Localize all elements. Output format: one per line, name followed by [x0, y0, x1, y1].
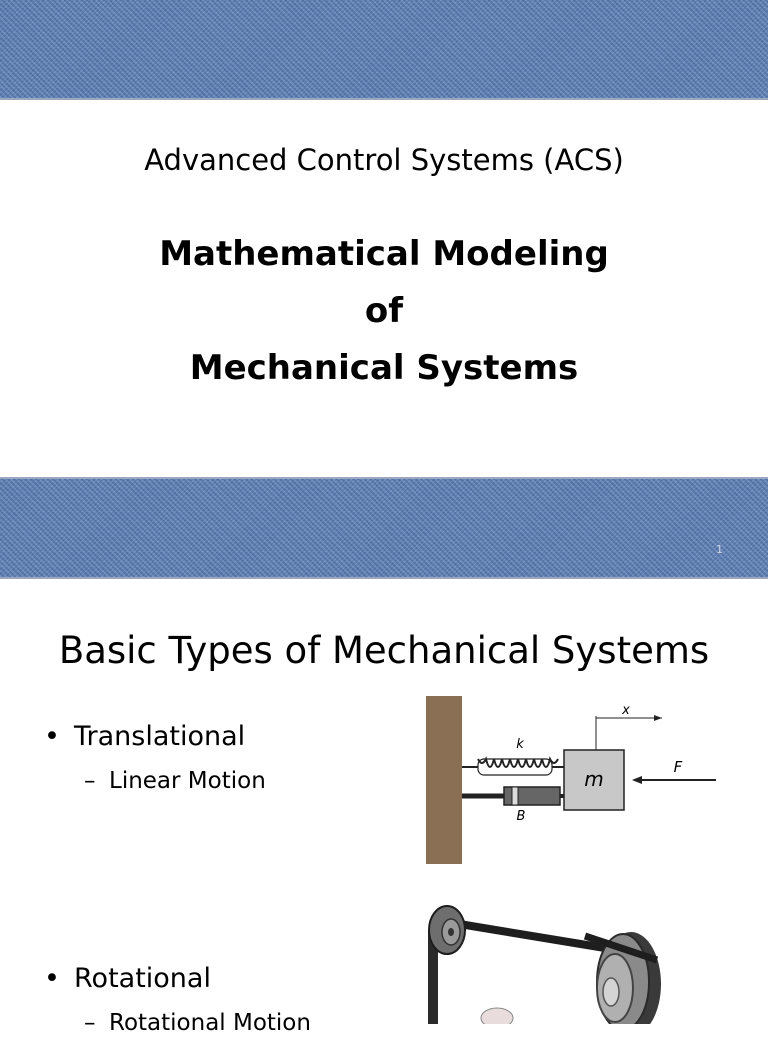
force-label: F — [674, 758, 683, 776]
spring-label: k — [516, 737, 524, 752]
slide-title: Mathematical Modeling of Mechanical Syst… — [0, 226, 768, 397]
bullet-label: Rotational — [74, 963, 211, 994]
x-label: x — [621, 703, 630, 718]
spring — [462, 756, 564, 776]
title-line-3: Mechanical Systems — [189, 348, 579, 388]
course-subtitle: Advanced Control Systems (ACS) — [144, 143, 624, 177]
belt-pulley-image — [428, 905, 661, 1024]
title-line-2: of — [364, 291, 404, 331]
mass-block — [563, 749, 625, 811]
bullet-translational: • Translational — [44, 720, 245, 754]
subbullet-label: Rotational Motion — [109, 1010, 311, 1036]
mass-spring-damper-diagram: m k B x F — [426, 696, 716, 864]
mass-label: m — [584, 767, 603, 791]
force-arrow-head — [632, 776, 642, 784]
dash-marker: – — [84, 768, 96, 794]
bullet-dot: • — [44, 963, 60, 994]
bullet-dot: • — [44, 721, 60, 752]
subbullet-rotational-motion: –Rotational Motion — [84, 1008, 311, 1038]
subbullet-linear-motion: –Linear Motion — [84, 766, 266, 796]
header-band-top — [0, 0, 768, 100]
damper — [462, 786, 564, 806]
wall — [426, 696, 462, 864]
slide2-heading: Basic Types of Mechanical Systems — [58, 629, 710, 672]
separator-band — [0, 477, 768, 579]
title-line-1: Mathematical Modeling — [159, 234, 609, 274]
bullet-label: Translational — [74, 721, 246, 752]
damper-label: B — [517, 809, 526, 824]
x-arrow-head — [654, 715, 662, 721]
dash-marker: – — [84, 1010, 96, 1036]
subbullet-label: Linear Motion — [109, 768, 266, 794]
bullet-rotational: • Rotational — [44, 962, 211, 996]
slide-number: 1 — [716, 543, 723, 556]
